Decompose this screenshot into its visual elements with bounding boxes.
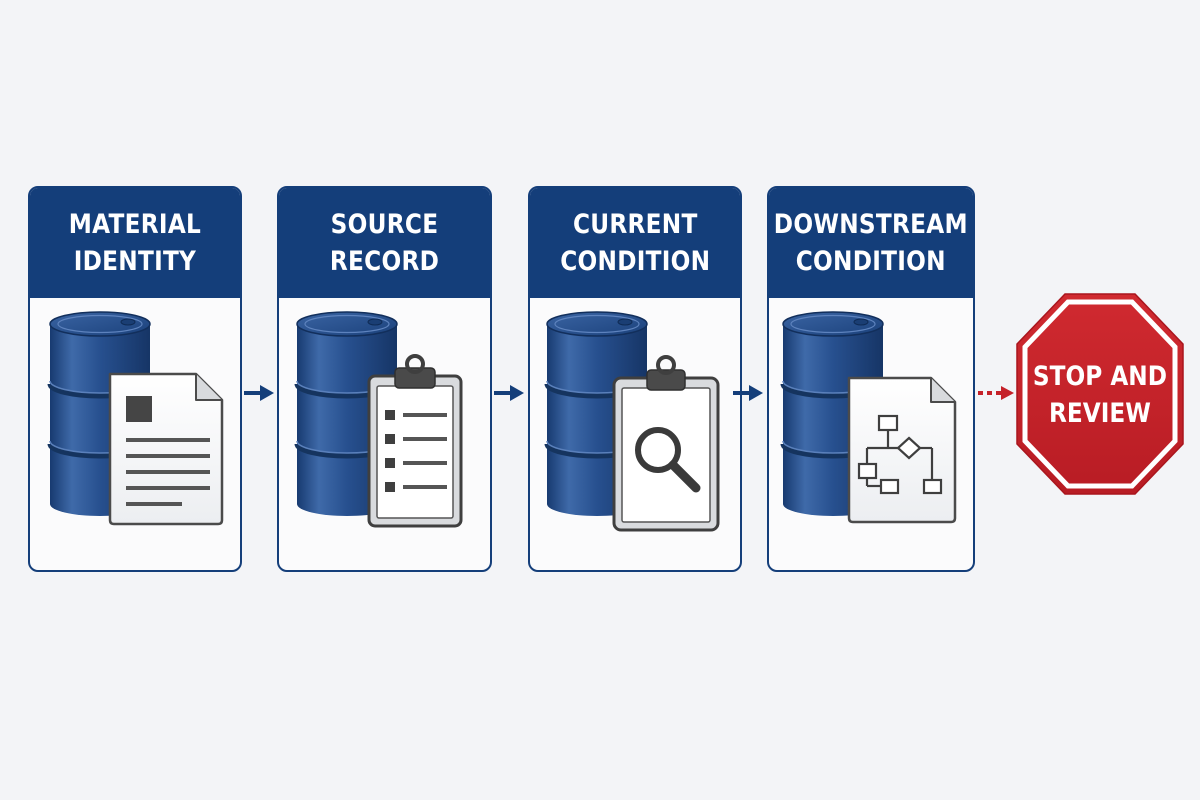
data-sheet-icon (108, 372, 224, 526)
step-card-downstream-condition: DOWNSTREAM CONDITION (767, 186, 975, 572)
step-title-line2: CONDITION (559, 246, 711, 277)
stop-label-line2: REVIEW (1049, 398, 1151, 429)
stop-and-review-label: STOP AND REVIEW (1015, 358, 1185, 432)
dashed-arrow-right-icon (978, 386, 1014, 400)
step-title: SOURCE RECORD (330, 206, 439, 280)
arrow-right-icon (494, 385, 524, 401)
arrow-right-icon (244, 385, 274, 401)
step-title-line2: RECORD (329, 246, 440, 277)
step-card-current-condition: CURRENT CONDITION (528, 186, 742, 572)
step-title-line1: SOURCE (330, 209, 439, 240)
step-title: DOWNSTREAM CONDITION (774, 206, 968, 280)
step-title-line1: CURRENT (572, 209, 698, 240)
step-header: MATERIAL IDENTITY (30, 188, 240, 298)
magnifier-clipboard-icon (612, 355, 720, 532)
step-title-line2: CONDITION (795, 246, 947, 277)
step-header: CURRENT CONDITION (530, 188, 740, 298)
step-card-source-record: SOURCE RECORD (277, 186, 492, 572)
checklist-clipboard-icon (367, 354, 463, 528)
arrow-right-icon (733, 385, 763, 401)
step-header: DOWNSTREAM CONDITION (769, 188, 973, 298)
stop-sign-icon (1016, 293, 1184, 495)
step-card-material-identity: MATERIAL IDENTITY (28, 186, 242, 572)
step-title-line2: IDENTITY (73, 246, 197, 277)
step-title-line1: MATERIAL (68, 209, 202, 240)
flowchart-document-icon (847, 376, 957, 524)
step-title: CURRENT CONDITION (560, 206, 710, 280)
stop-label-line1: STOP AND (1032, 361, 1168, 392)
step-title-line1: DOWNSTREAM (773, 209, 969, 240)
step-title: MATERIAL IDENTITY (69, 206, 201, 280)
step-header: SOURCE RECORD (279, 188, 490, 298)
